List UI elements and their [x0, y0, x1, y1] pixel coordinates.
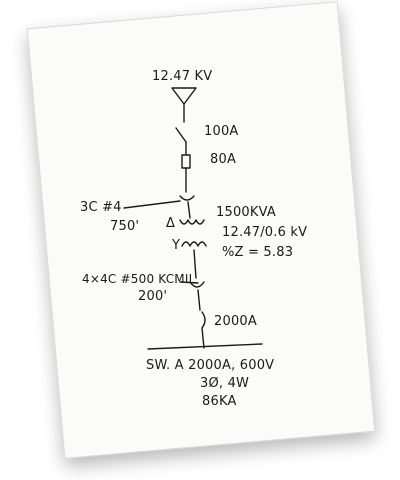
switchgear-bus — [147, 343, 263, 350]
secondary-cable-marker — [189, 281, 205, 288]
primary-cable-marker — [179, 195, 195, 201]
transformer-rating-label: 1500KVA — [216, 205, 276, 220]
transformer-impedance-label: %Z = 5.83 — [222, 245, 293, 260]
switchgear-label: SW. A 2000A, 600V — [146, 358, 274, 373]
primary-cable-label: 3C #4 — [80, 200, 122, 215]
transformer-delta-symbol: Δ — [166, 216, 175, 231]
primary-cable-leader — [123, 200, 181, 209]
secondary-cable-length-label: 200' — [138, 289, 167, 304]
main-breaker-rating-label: 2000A — [214, 314, 257, 329]
main-breaker-lead — [201, 327, 205, 349]
primary-cable-length-label: 750' — [110, 219, 139, 234]
breaker-rating-label: 100A — [204, 124, 239, 139]
secondary-cable-leader — [179, 281, 199, 284]
main-breaker-symbol — [201, 311, 206, 329]
transformer-voltage-label: 12.47/0.6 kV — [222, 225, 307, 240]
source-voltage-label: 12.47 KV — [152, 69, 212, 84]
breaker-symbol — [175, 127, 187, 143]
primary-feeder-line — [187, 201, 191, 219]
transformer-secondary-winding — [181, 241, 207, 247]
source-triangle-symbol — [171, 87, 197, 105]
transformer-primary-winding — [179, 219, 205, 225]
secondary-feeder-line-lower — [197, 289, 201, 311]
transformer-wye-symbol: Y — [171, 238, 180, 253]
switchgear-fault-label: 86KA — [202, 394, 237, 409]
fuse-symbol — [181, 154, 191, 169]
secondary-feeder-line — [193, 249, 197, 279]
switchgear-phase-label: 3Ø, 4W — [200, 376, 249, 391]
secondary-cable-label: 4×4C #500 KCMIL — [82, 272, 196, 286]
fuse-rating-label: 80A — [210, 152, 236, 167]
